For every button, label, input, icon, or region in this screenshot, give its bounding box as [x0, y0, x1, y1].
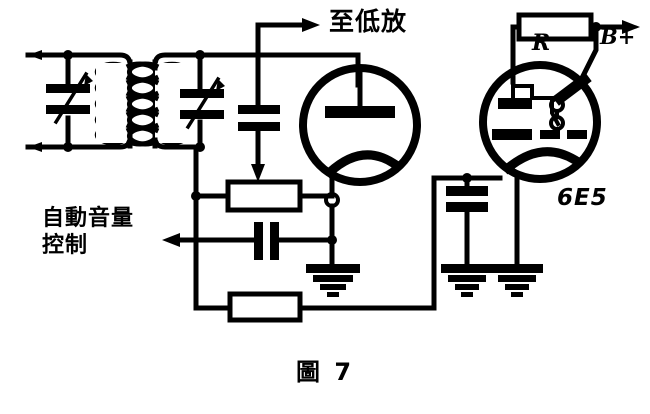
avc-output-arrow: [162, 233, 243, 247]
ground-detector: [306, 264, 360, 297]
junction-dot: [63, 50, 73, 60]
ground-cathode: [491, 264, 543, 297]
load-resistor: [193, 291, 437, 323]
coupling-capacitor-branch: [251, 52, 265, 182]
junction-dot: [591, 22, 601, 32]
detector-diode-tube: [299, 64, 421, 199]
inductor-coil-right-arcs: [126, 61, 160, 147]
variable-capacitor-left[interactable]: [46, 71, 93, 125]
label-avc-line1: 自動音量: [42, 206, 135, 231]
ground-filter: [441, 264, 493, 297]
eye-top-leads: [510, 27, 599, 85]
variable-capacitor-right[interactable]: [180, 76, 225, 130]
label-to-af-amplifier: 至低放: [329, 7, 408, 36]
filter-capacitor: [446, 186, 488, 212]
plate-resistor-R: [510, 12, 599, 42]
junction-dot: [195, 50, 205, 60]
coupling-capacitor: [238, 105, 280, 131]
magic-eye-tube-6e5: [479, 61, 601, 183]
avc-bypass-capacitor: [237, 222, 335, 260]
junction-dot: [462, 173, 472, 183]
label-b-plus: B+: [600, 24, 636, 49]
to-af-output-arrow: [255, 18, 320, 58]
junction-dot: [63, 142, 73, 152]
label-tube-6e5: 6E5: [557, 185, 608, 211]
volume-potentiometer[interactable]: [193, 179, 335, 213]
label-avc-line2: 控制: [42, 233, 89, 259]
label-avc: 自動音量控制: [42, 207, 134, 257]
figure-caption: 圖 7: [296, 358, 355, 386]
label-resistor-r: R: [532, 30, 551, 56]
